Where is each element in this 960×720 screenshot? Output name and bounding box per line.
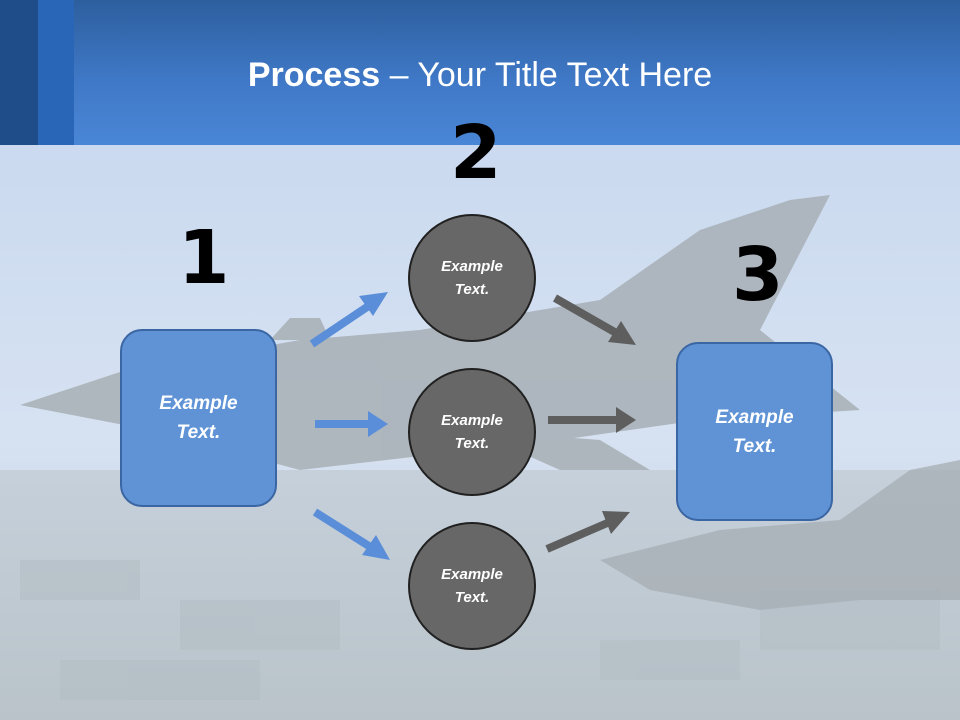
slide-title: Process – Your Title Text Here (0, 52, 960, 98)
process-circle-3: Example Text. (408, 522, 536, 650)
header-accent (0, 0, 38, 145)
left-box-text: Example Text. (159, 393, 238, 443)
right-box-text: Example Text. (715, 406, 794, 457)
step-number-2: 2 (450, 110, 502, 196)
header-band (0, 0, 960, 145)
right-box: Example Text. (676, 342, 833, 521)
left-box: Example Text. (120, 329, 277, 507)
title-bold: Process (247, 56, 381, 94)
process-circle-1: Example Text. (408, 214, 536, 342)
step-number-1: 1 (178, 215, 230, 301)
step-number-3: 3 (732, 232, 784, 318)
jet-silhouette-2 (600, 460, 960, 610)
header-accent (38, 0, 74, 145)
circle-text: Example Text. (441, 566, 503, 606)
circle-text: Example Text. (441, 258, 503, 298)
title-rest: – Your Title Text Here (380, 56, 713, 94)
circle-text: Example Text. (441, 412, 503, 452)
process-circle-2: Example Text. (408, 368, 536, 496)
